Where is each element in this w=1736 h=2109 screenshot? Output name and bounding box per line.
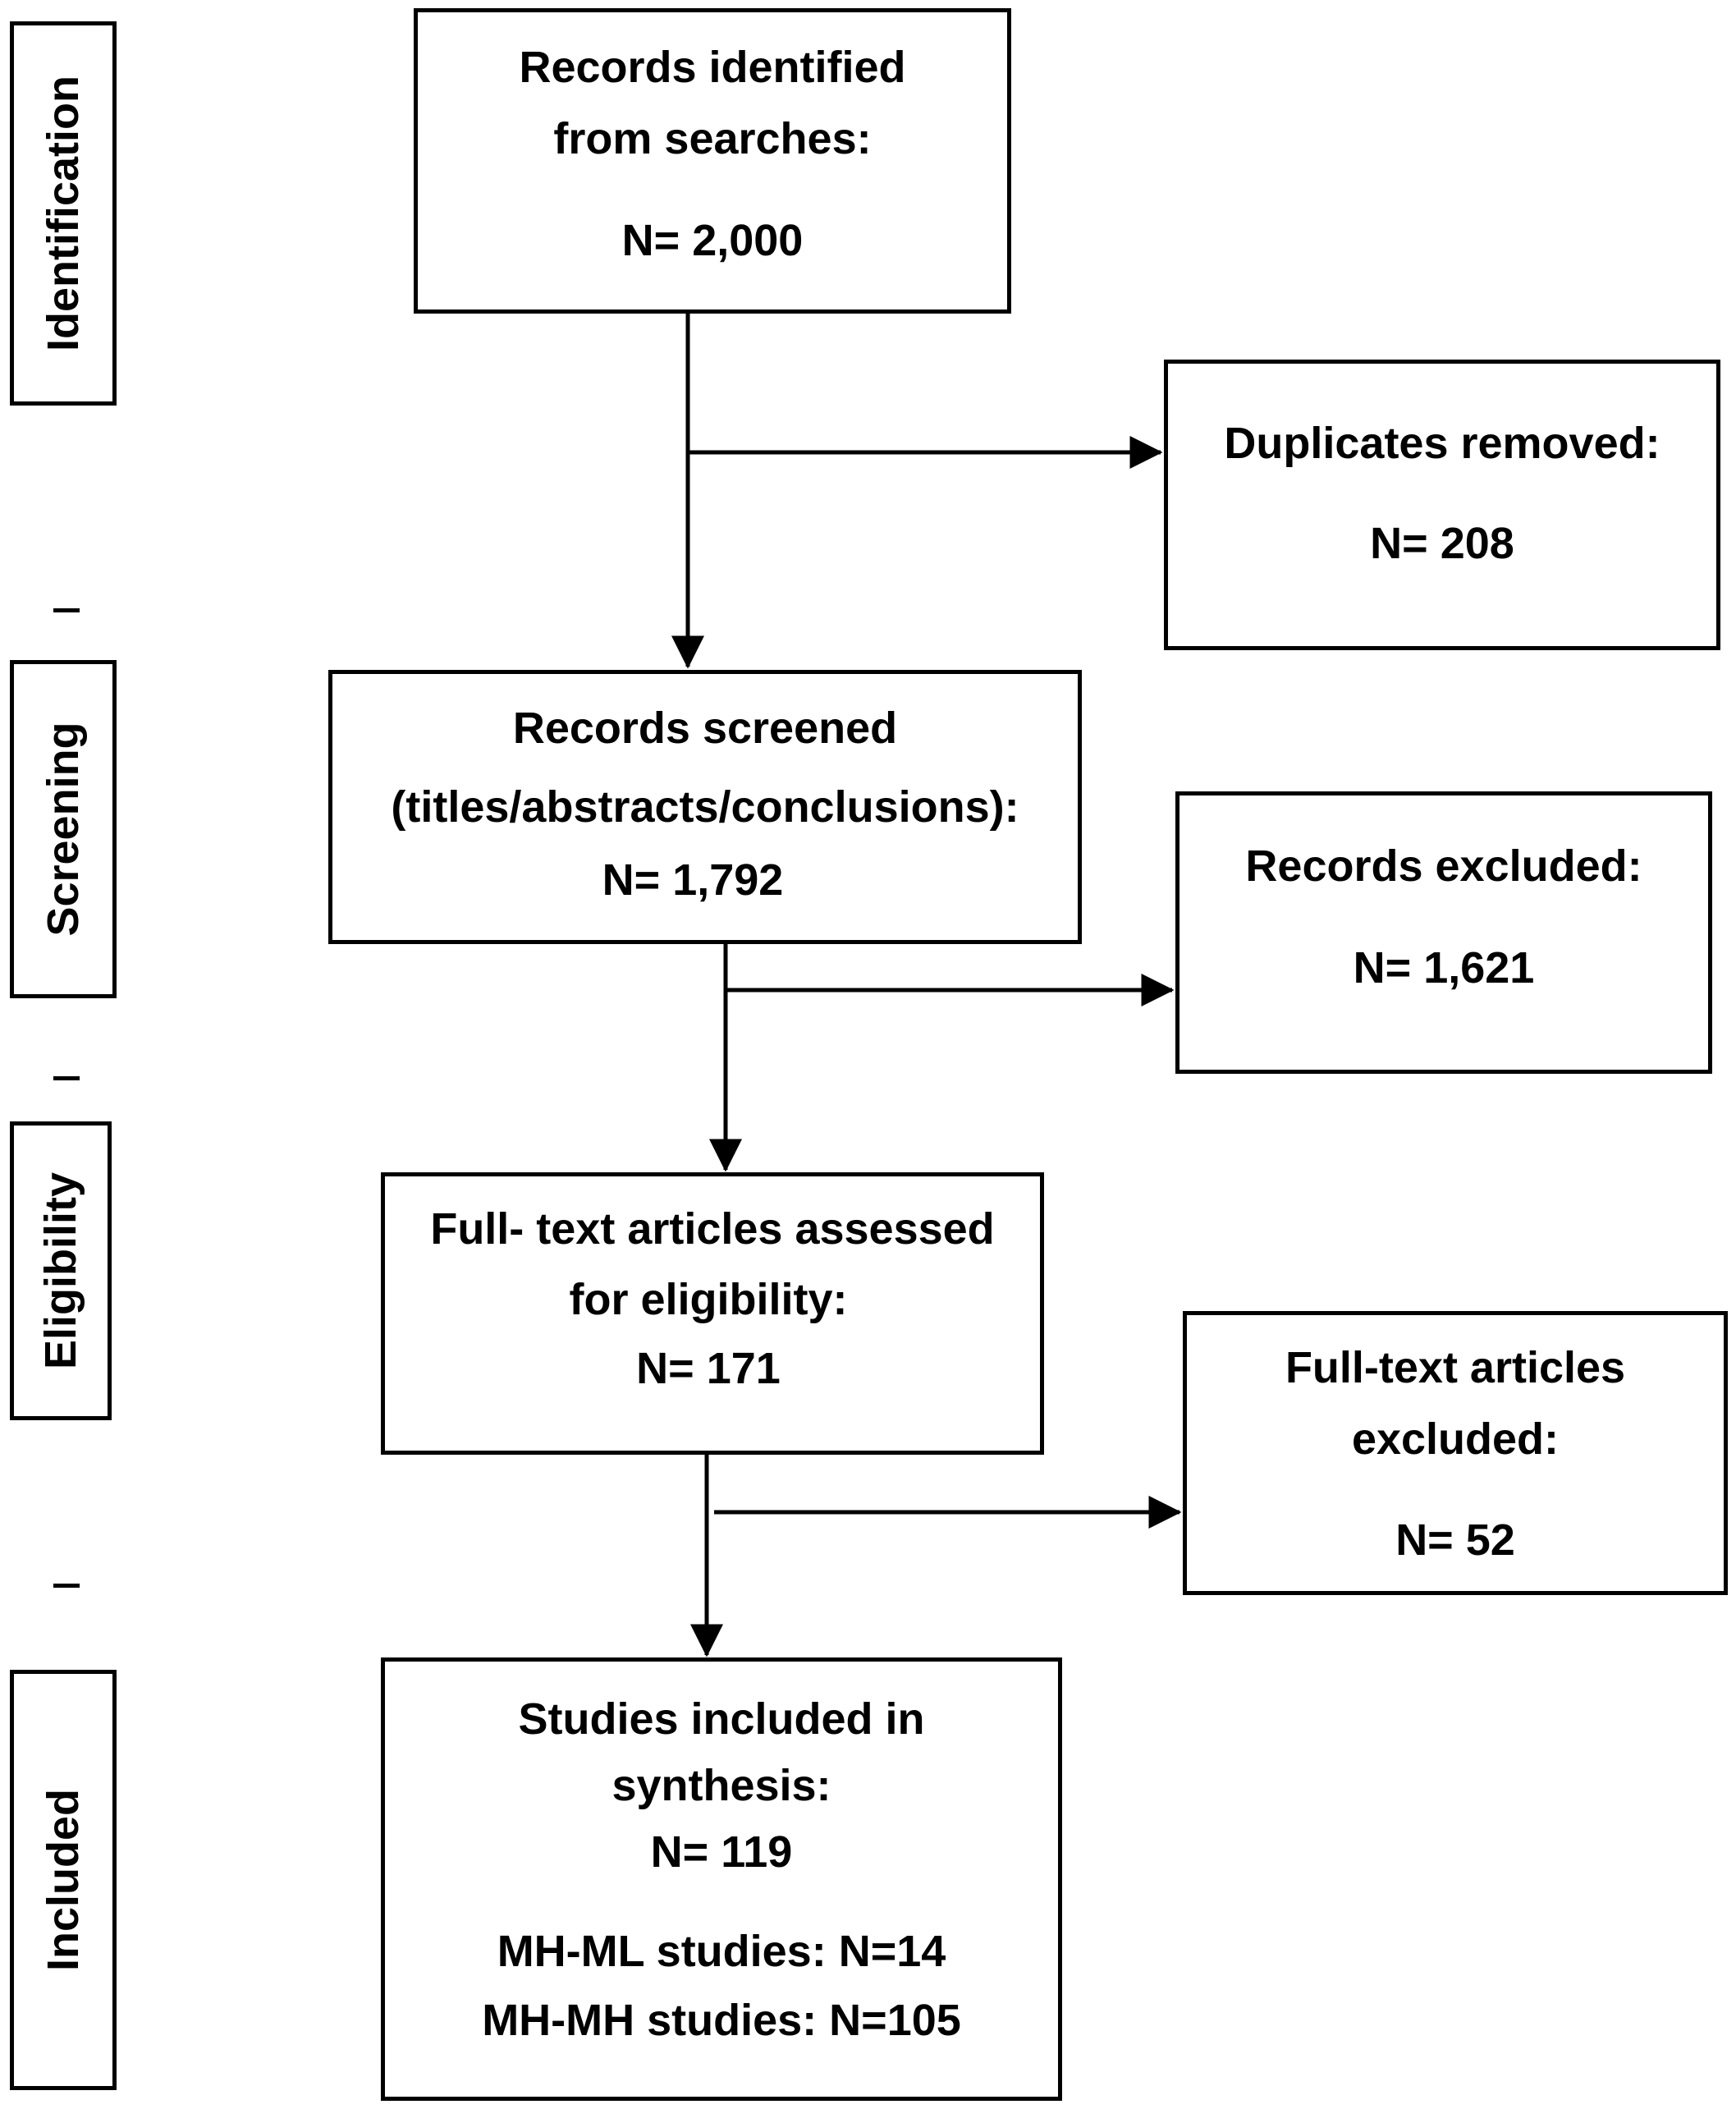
fulltext-excluded-count: N= 52: [1395, 1515, 1515, 1565]
stage-divider: [53, 608, 80, 612]
fulltext-excluded-line2: excluded:: [1351, 1414, 1560, 1464]
records-screened-count: N= 1,792: [602, 855, 784, 905]
records-identified-line2: from searches:: [553, 114, 872, 163]
fulltext-assessed-line1: Full- text articles assessed: [430, 1204, 995, 1254]
duplicates-removed-box: Duplicates removed: N= 208: [1164, 360, 1720, 650]
records-excluded-box: Records excluded: N= 1,621: [1175, 791, 1712, 1074]
stage-identification: Identification: [10, 21, 117, 406]
records-identified-box: Records identified from searches: N= 2,0…: [414, 8, 1011, 314]
records-identified-line1: Records identified: [519, 43, 906, 92]
fulltext-excluded-box: Full-text articles excluded: N= 52: [1183, 1311, 1728, 1595]
mh-ml-studies: MH-ML studies: N=14: [497, 1927, 946, 1976]
fulltext-assessed-box: Full- text articles assessed for eligibi…: [381, 1172, 1044, 1455]
fulltext-assessed-line2: for eligibility:: [569, 1275, 848, 1324]
stage-screening: Screening: [10, 660, 117, 998]
studies-included-line2: synthesis:: [611, 1761, 831, 1810]
stage-eligibility: Eligibility: [10, 1121, 112, 1420]
studies-included-count: N= 119: [650, 1827, 793, 1877]
duplicates-removed-count: N= 208: [1370, 519, 1514, 568]
stage-divider: [53, 1584, 80, 1588]
fulltext-assessed-count: N= 171: [636, 1344, 781, 1393]
records-excluded-label: Records excluded:: [1245, 841, 1642, 891]
records-screened-line1: Records screened: [512, 704, 898, 753]
duplicates-removed-label: Duplicates removed:: [1224, 419, 1660, 468]
stage-included: Included: [10, 1670, 117, 2090]
records-screened-box: Records screened (titles/abstracts/concl…: [328, 670, 1082, 944]
studies-included-box: Studies included in synthesis: N= 119 MH…: [381, 1657, 1062, 2101]
mh-mh-studies: MH-MH studies: N=105: [482, 1996, 961, 2045]
studies-included-line1: Studies included in: [518, 1694, 925, 1744]
records-excluded-count: N= 1,621: [1353, 943, 1535, 993]
records-identified-count: N= 2,000: [621, 216, 804, 265]
stage-divider: [53, 1076, 80, 1080]
records-screened-line2: (titles/abstracts/conclusions):: [391, 782, 1019, 832]
fulltext-excluded-line1: Full-text articles: [1285, 1343, 1626, 1392]
